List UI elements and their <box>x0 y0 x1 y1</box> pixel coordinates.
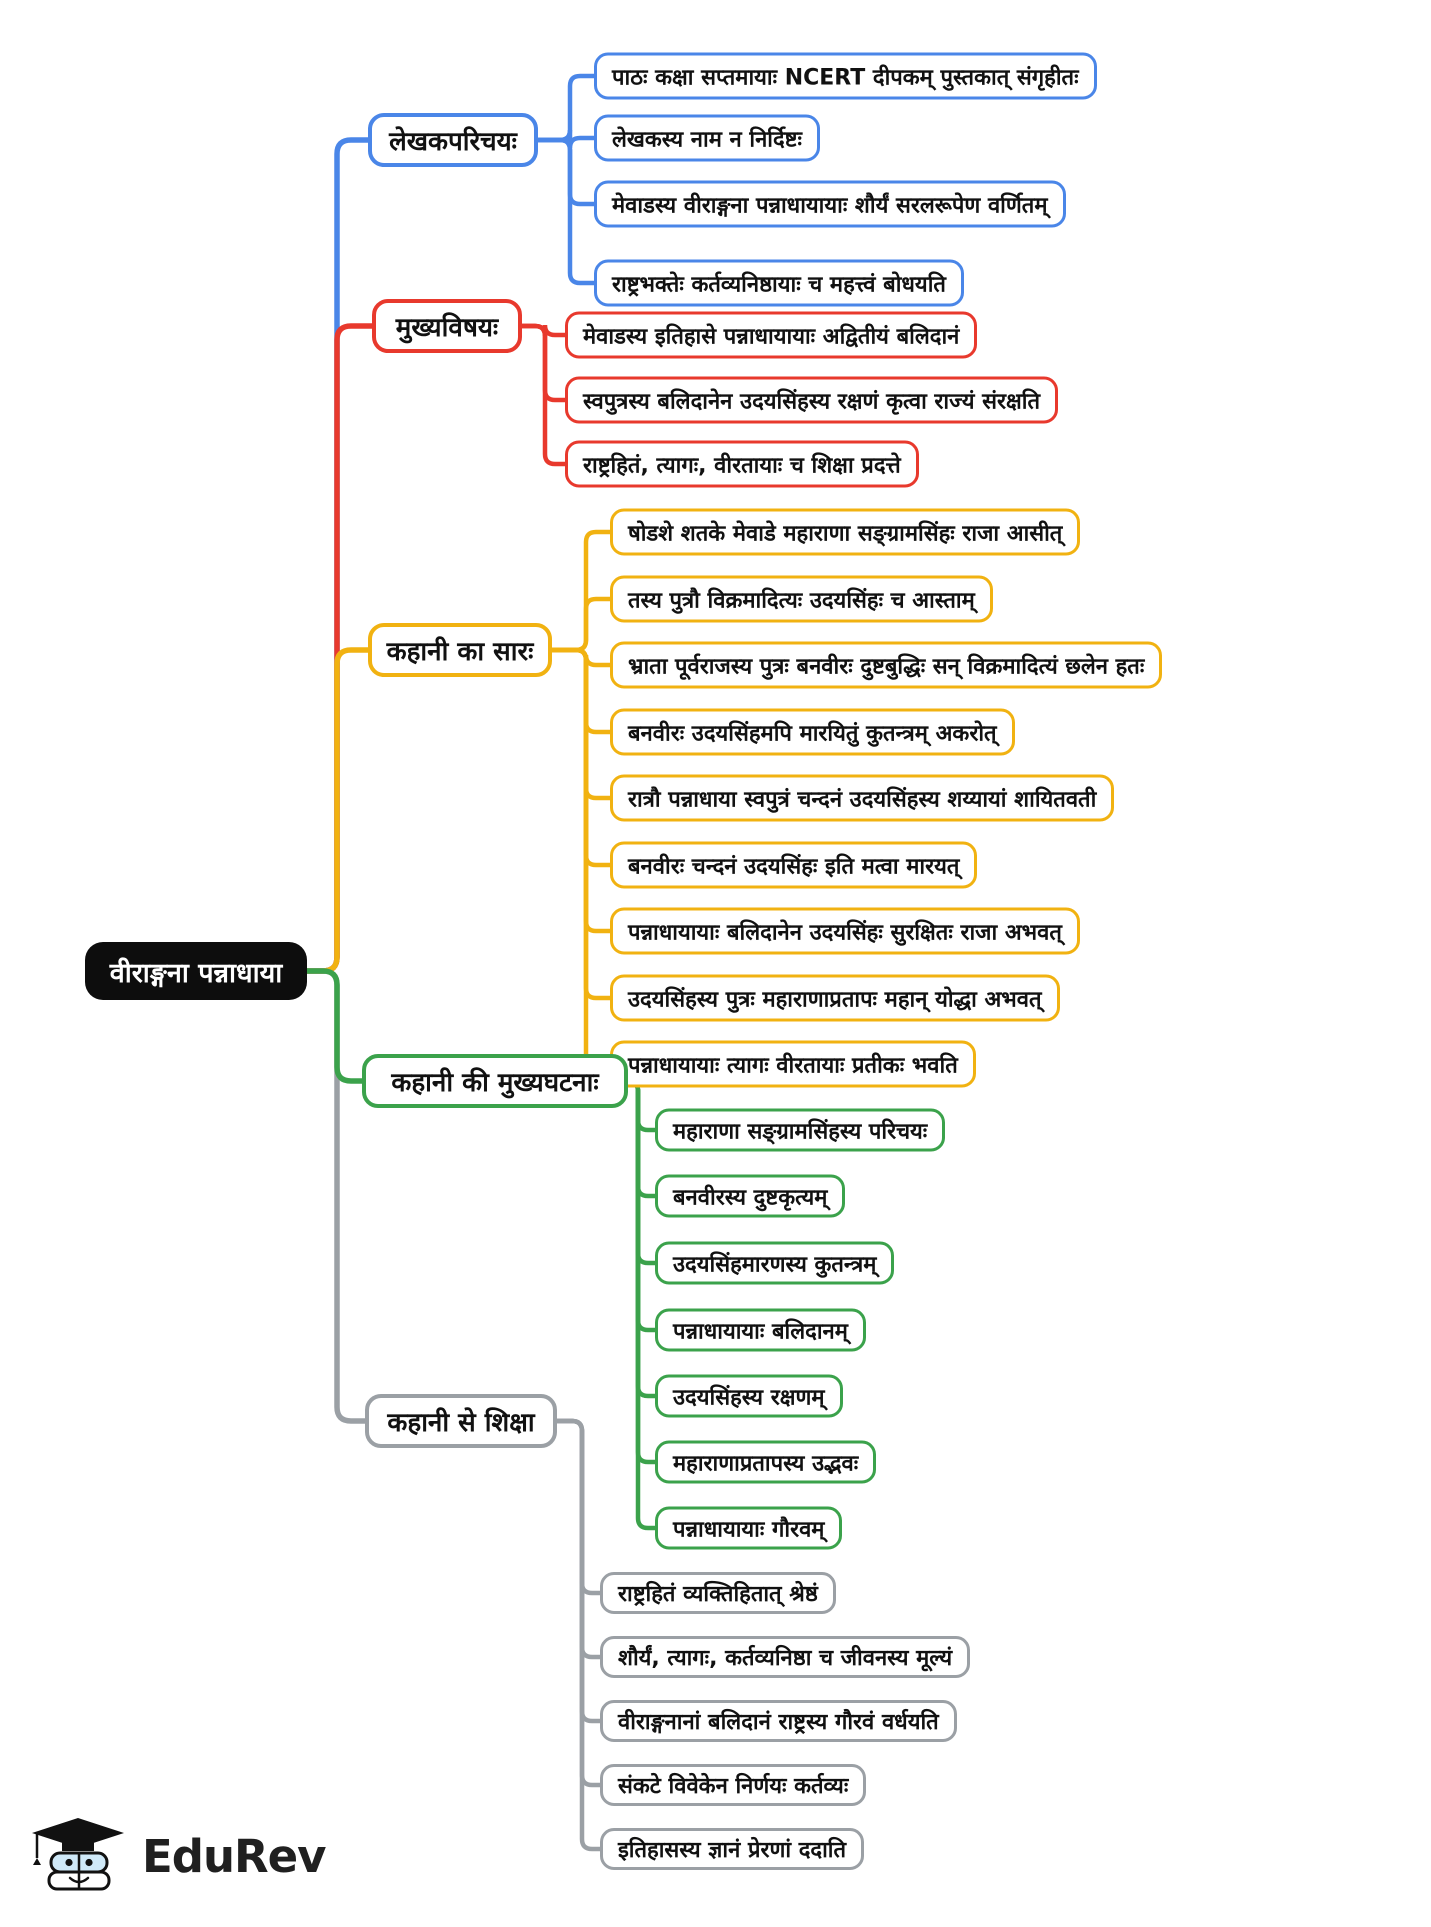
topic-node-mukhya-ghatna-5: उदयसिंहस्य रक्षणम् <box>655 1374 843 1418</box>
topic-node-lekhak-parichay-3: मेवाडस्य वीराङ्गना पन्नाधायायाः शौर्यं स… <box>594 180 1066 228</box>
topic-node-kahani-saar-4: बनवीरः उदयसिंहमपि मारयितुं कुतन्त्रम् अक… <box>610 708 1015 756</box>
topic-node-kahani-saar-3: भ्राता पूर्वराजस्य पुत्रः बनवीरः दुष्टबु… <box>610 641 1163 689</box>
edurev-logo-text: EduRev <box>142 1829 326 1883</box>
topic-node-kahani-shiksha-2: शौर्यं, त्यागः, कर्तव्यनिष्ठा च जीवनस्य … <box>600 1636 971 1678</box>
branch-label-mukhya-ghatna: कहानी की मुख्यघटनाः <box>362 1054 628 1108</box>
topic-node-mukhya-ghatna-4: पन्नाधायायाः बलिदानम् <box>655 1308 866 1352</box>
topic-node-lekhak-parichay-2: लेखकस्य नाम न निर्दिष्टः <box>594 114 820 162</box>
topic-node-lekhak-parichay-4: राष्ट्रभक्तेः कर्तव्यनिष्ठायाः च महत्त्व… <box>594 259 964 307</box>
topic-node-kahani-saar-8: उदयसिंहस्य पुत्रः महाराणाप्रतापः महान् य… <box>610 974 1060 1022</box>
branch-label-lekhak-parichay: लेखकपरिचयः <box>368 113 538 167</box>
topic-node-mukhya-ghatna-2: बनवीरस्य दुष्टकृत्यम् <box>655 1174 846 1218</box>
topic-node-lekhak-parichay-1: पाठः कक्षा सप्तमायाः NCERT दीपकम् पुस्तक… <box>594 52 1097 100</box>
edurev-logo: EduRev <box>28 1812 326 1900</box>
topic-node-kahani-shiksha-4: संकटे विवेकेन निर्णयः कर्तव्यः <box>600 1764 867 1806</box>
topic-node-mukhya-vishay-2: स्वपुत्रस्य बलिदानेन उदयसिंहस्य रक्षणं क… <box>565 376 1059 424</box>
topic-node-mukhya-ghatna-6: महाराणाप्रतापस्य उद्भवः <box>655 1440 877 1484</box>
topic-node-kahani-saar-7: पन्नाधायायाः बलिदानेन उदयसिंहः सुरक्षितः… <box>610 907 1080 955</box>
central-topic-node: वीराङ्गना पन्नाधाया <box>85 942 307 1000</box>
branch-label-mukhya-vishay: मुख्यविषयः <box>372 299 522 353</box>
topic-node-kahani-shiksha-3: वीराङ्गनानां बलिदानं राष्ट्रस्य गौरवं वर… <box>600 1700 957 1742</box>
topic-node-mukhya-vishay-1: मेवाडस्य इतिहासे पन्नाधायायाः अद्वितीयं … <box>565 311 978 359</box>
topic-node-kahani-saar-6: बनवीरः चन्दनं उदयसिंहः इति मत्वा मारयत् <box>610 841 978 889</box>
topic-node-kahani-saar-5: रात्रौ पन्नाधाया स्वपुत्रं चन्दनं उदयसिं… <box>610 774 1115 822</box>
topic-node-kahani-saar-9: पन्नाधायायाः त्यागः वीरतायाः प्रतीकः भवत… <box>610 1040 976 1088</box>
topic-node-mukhya-ghatna-1: महाराणा सङ्ग्रामसिंहस्य परिचयः <box>655 1108 946 1152</box>
branch-label-kahani-saar: कहानी का सारः <box>368 623 552 677</box>
edurev-mascot-icon <box>32 1818 124 1891</box>
topic-node-kahani-saar-2: तस्य पुत्रौ विक्रमादित्यः उदयसिंहः च आस्… <box>610 575 993 623</box>
topic-node-mukhya-vishay-3: राष्ट्रहितं, त्यागः, वीरतायाः च शिक्षा प… <box>565 440 919 488</box>
topic-node-mukhya-ghatna-3: उदयसिंहमारणस्य कुतन्त्रम् <box>655 1241 895 1285</box>
topic-node-kahani-saar-1: षोडशे शतके मेवाडे महाराणा सङ्ग्रामसिंहः … <box>610 508 1081 556</box>
topic-node-mukhya-ghatna-7: पन्नाधायायाः गौरवम् <box>655 1506 843 1550</box>
topic-node-kahani-shiksha-5: इतिहासस्य ज्ञानं प्रेरणां ददाति <box>600 1828 865 1870</box>
branch-label-kahani-shiksha: कहानी से शिक्षा <box>365 1394 557 1448</box>
topic-node-kahani-shiksha-1: राष्ट्रहितं व्यक्तिहितात् श्रेष्ठं <box>600 1572 836 1614</box>
